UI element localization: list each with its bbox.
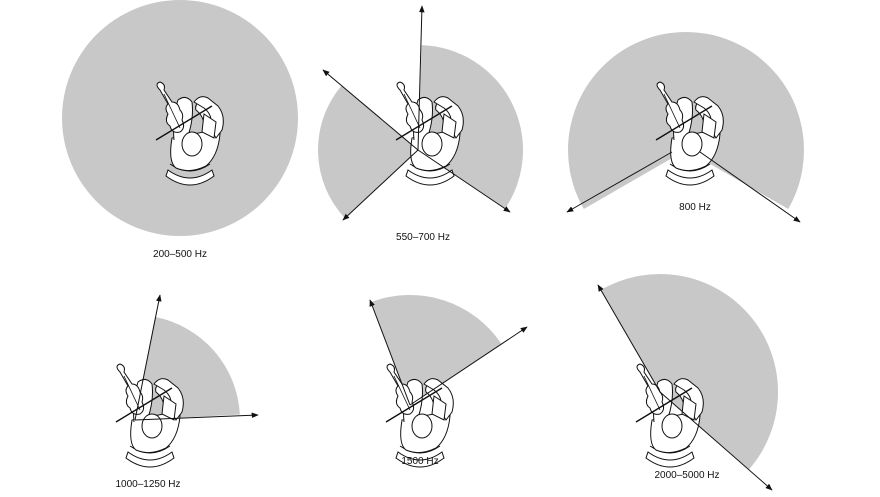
radiation-pattern xyxy=(317,85,418,219)
panel-2000-5000hz xyxy=(597,273,779,491)
direction-arrow xyxy=(659,391,773,491)
direction-arrow xyxy=(417,149,511,213)
direction-arrow xyxy=(417,5,425,151)
frequency-label: 200–500 Hz xyxy=(153,249,207,260)
panel-550-700hz xyxy=(317,5,523,221)
direction-arrow xyxy=(342,149,419,221)
direction-arrow xyxy=(409,326,528,406)
radiation-pattern xyxy=(601,273,779,470)
direction-arrow xyxy=(566,151,673,213)
frequency-label: 1500 Hz xyxy=(401,456,439,467)
frequency-label: 550–700 Hz xyxy=(396,232,450,243)
direction-arrow xyxy=(369,299,411,406)
frequency-label: 2000–5000 Hz xyxy=(654,470,720,481)
direction-arrow xyxy=(322,69,419,151)
panel-1500hz xyxy=(369,294,528,468)
radiation-pattern xyxy=(418,45,523,209)
panel-800hz xyxy=(566,31,804,223)
direction-arrow xyxy=(699,151,801,223)
direction-arrow xyxy=(597,284,661,393)
frequency-label: 800 Hz xyxy=(679,202,711,213)
radiation-pattern xyxy=(370,294,502,405)
panel-1000-1250hz xyxy=(115,294,259,468)
panel-200-500hz xyxy=(62,0,298,236)
direction-arrow xyxy=(134,294,162,421)
direction-arrow xyxy=(134,412,259,421)
frequency-label: 1000–1250 Hz xyxy=(115,479,181,490)
